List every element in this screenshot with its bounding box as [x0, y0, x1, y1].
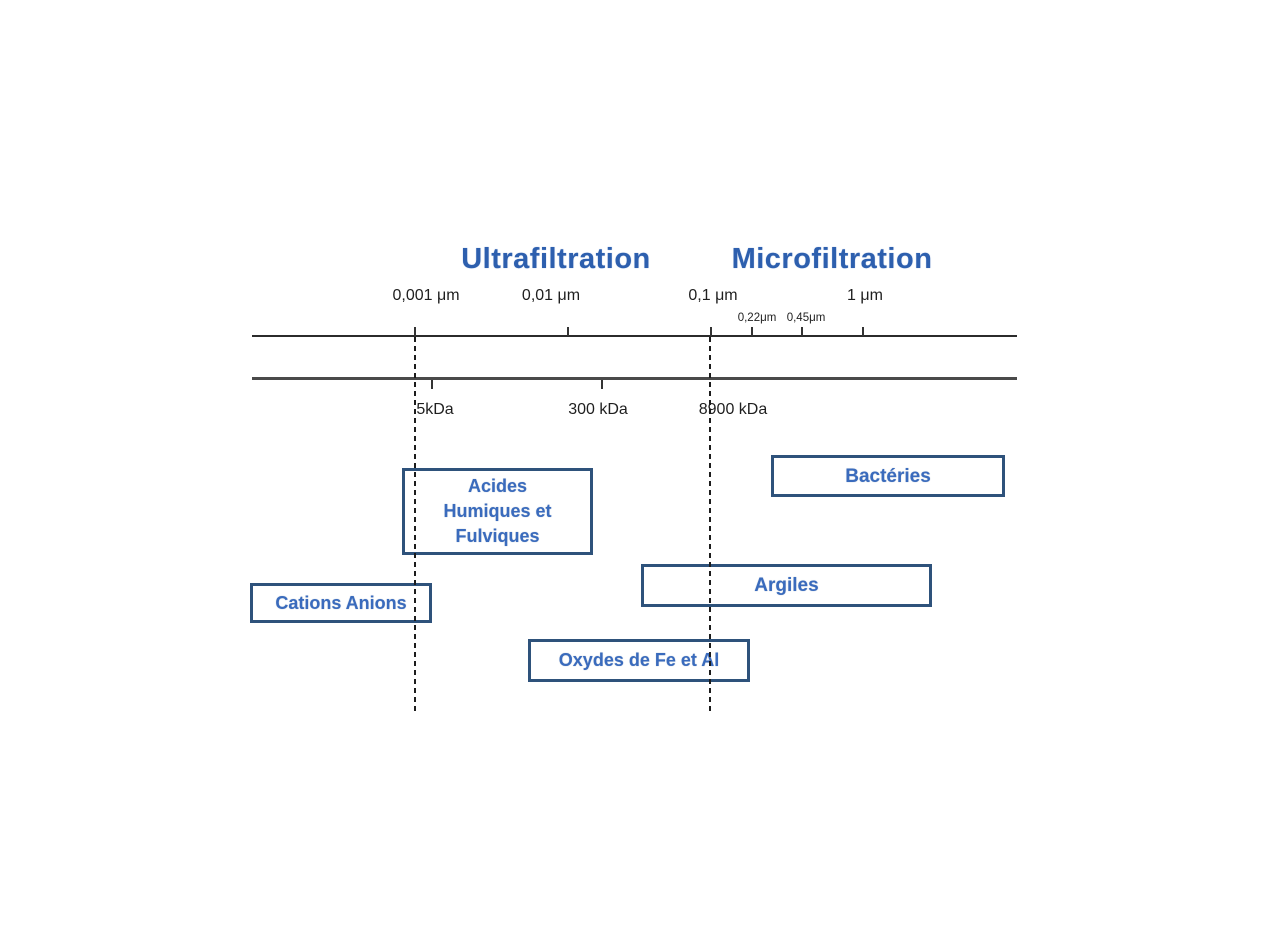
box-oxydes-fe-al: Oxydes de Fe et Al: [528, 639, 750, 682]
kda-label-300: 300 kDa: [568, 401, 628, 418]
box-cations-anions-label: Cations Anions: [275, 592, 407, 613]
kda-tick-5: [431, 380, 433, 389]
kda-axis-line: [252, 377, 1017, 380]
box-acides-line3: Fulviques: [455, 526, 540, 546]
um-tick-0001: [414, 327, 416, 336]
kda-label-8900: 8900 kDa: [698, 401, 768, 418]
microfiltration-title: Microfiltration: [731, 243, 933, 275]
box-bacteries-label: Bactéries: [845, 465, 931, 487]
kda-label-5: 5kDa: [416, 401, 454, 418]
um-axis-line: [252, 335, 1017, 337]
box-acides-line1: Acides: [467, 476, 528, 496]
um-tick-001: [567, 327, 569, 336]
um-label-045: 0,45μm: [786, 312, 826, 324]
um-label-0001: 0,001 μm: [392, 287, 460, 304]
dashed-guide-left: [414, 337, 416, 713]
um-tick-1: [862, 327, 864, 336]
ultrafiltration-title: Ultrafiltration: [461, 243, 651, 275]
um-label-022: 0,22μm: [737, 312, 777, 324]
box-cations-anions: Cations Anions: [250, 583, 432, 623]
box-acides-humiques-fulviques: Acides Humiques et Fulviques: [402, 468, 593, 555]
um-tick-01: [710, 327, 712, 336]
um-tick-045: [801, 327, 803, 336]
box-acides-line2: Humiques et: [443, 501, 552, 521]
kda-tick-300: [601, 380, 603, 389]
box-argiles-label: Argiles: [754, 575, 819, 596]
dashed-guide-right: [709, 337, 711, 713]
box-oxydes-fe-al-label: Oxydes de Fe et Al: [558, 650, 720, 670]
um-tick-022: [751, 327, 753, 336]
um-label-1: 1 μm: [847, 287, 883, 304]
box-argiles: Argiles: [641, 564, 932, 607]
um-label-001: 0,01 μm: [521, 287, 581, 304]
box-bacteries: Bactéries: [771, 455, 1005, 497]
um-label-01: 0,1 μm: [688, 287, 738, 304]
